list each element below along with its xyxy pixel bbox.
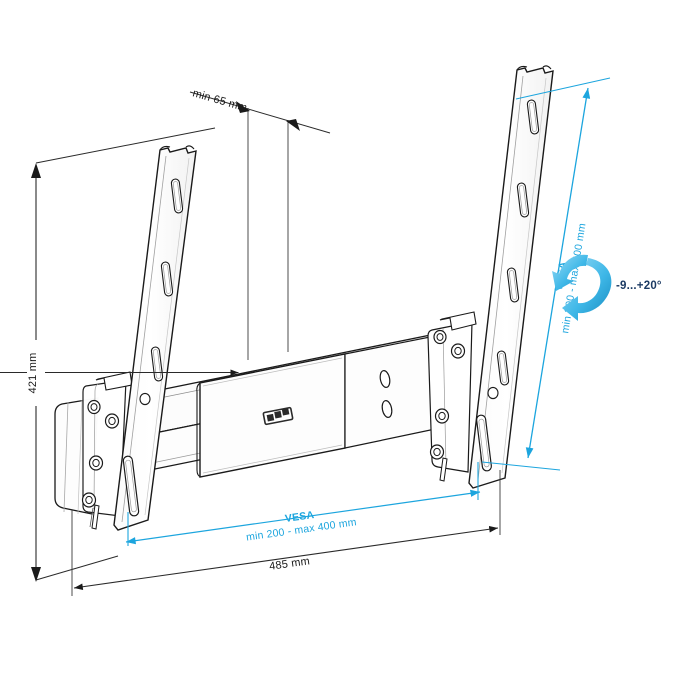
left-wall-plate — [54, 371, 133, 517]
dimension-width-label: 485 mm — [268, 555, 310, 573]
curved-double-arrow-icon — [552, 254, 612, 321]
dimension-width-485mm: 485 mm — [71, 470, 501, 596]
right-hinge-bracket — [427, 311, 477, 482]
dimension-height-421mm: 421 mm 421 mm — [0, 127, 239, 582]
right-vertical-arm — [468, 65, 554, 489]
center-mount-plate — [196, 353, 346, 478]
dimension-wall-gap-label: min 65 mm — [191, 87, 248, 114]
tilt-angle-label: -9...+20° — [616, 280, 662, 292]
tilt-angle-indicator: -9...+20° — [552, 254, 662, 321]
product-logo-badge — [262, 406, 294, 426]
left-pivot-fasteners — [81, 399, 120, 530]
dimension-vesa-horizontal: VESA min 200 - max 400 mm — [125, 462, 481, 546]
left-vertical-arm — [113, 145, 197, 531]
dimension-wall-gap-65mm: min 65 mm — [189, 87, 331, 360]
dimension-height-label-text: 421 mm — [27, 353, 39, 394]
vesa-horizontal-title: VESA — [284, 509, 315, 525]
rail-adjustment-holes — [344, 334, 441, 449]
